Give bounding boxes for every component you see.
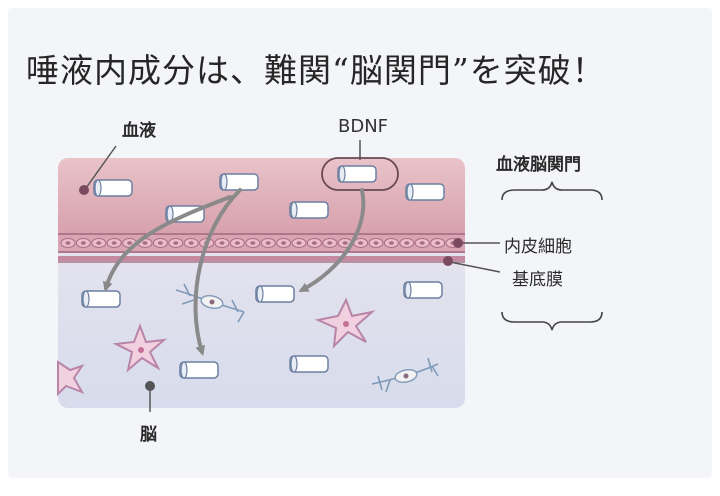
arrow-2 bbox=[193, 188, 242, 356]
endothelial-cell bbox=[306, 238, 322, 248]
endothelial-cell bbox=[368, 238, 384, 248]
bbb-label: 血液脳関門 bbox=[496, 155, 581, 175]
endothelial-cell bbox=[214, 238, 230, 248]
endothelial-cell bbox=[260, 238, 276, 248]
endothelial-cell bbox=[245, 238, 261, 248]
brain-label: 脳 bbox=[140, 425, 157, 445]
blood-pointer-line bbox=[85, 145, 117, 189]
endothelial-cell bbox=[322, 238, 338, 248]
endothelial-cell bbox=[60, 238, 76, 248]
arrow-1 bbox=[102, 195, 232, 292]
endothelial-cell bbox=[430, 238, 446, 248]
endothelial-label: 内皮細胞 bbox=[504, 237, 572, 257]
bdnf-molecule bbox=[255, 285, 295, 303]
transport-arrows bbox=[102, 188, 366, 356]
bdnf-molecule bbox=[403, 281, 443, 299]
endothelial-cell bbox=[399, 238, 415, 248]
bdnf-molecule bbox=[219, 173, 259, 191]
astrocyte-cells bbox=[57, 297, 376, 397]
endothelial-cell bbox=[383, 238, 399, 248]
endothelial-cell bbox=[414, 238, 430, 248]
endothelial-layer bbox=[58, 233, 465, 263]
endothelial-cell bbox=[75, 238, 91, 248]
bbb-braces bbox=[501, 181, 603, 331]
blood-label: 血液 bbox=[122, 121, 156, 141]
brace-bottom bbox=[501, 311, 603, 331]
endothelial-cell bbox=[91, 238, 107, 248]
endothelial-cell bbox=[276, 238, 292, 248]
astrocyte-3 bbox=[57, 360, 85, 397]
bdnf-molecule bbox=[405, 183, 445, 201]
bdnf-molecule bbox=[337, 165, 377, 183]
basement-membrane-label: 基底膜 bbox=[512, 270, 563, 290]
endothelial-cell bbox=[106, 238, 122, 248]
label-pointers bbox=[79, 140, 501, 412]
bdnf-molecule bbox=[93, 179, 133, 197]
bdnf-label: BDNF bbox=[338, 116, 389, 137]
endothelial-cell bbox=[291, 238, 307, 248]
endothelial-cell bbox=[229, 238, 245, 248]
bdnf-molecule bbox=[289, 355, 329, 373]
bdnf-molecules-blood bbox=[93, 165, 445, 223]
bdnf-molecule bbox=[179, 361, 219, 379]
blood-region bbox=[58, 158, 465, 236]
basement-membrane bbox=[58, 256, 465, 261]
brace-top bbox=[501, 181, 603, 201]
bdnf-molecules-brain bbox=[81, 281, 443, 379]
bdnf-molecule bbox=[81, 290, 121, 308]
bdnf-molecule bbox=[289, 201, 329, 219]
endothelial-cells bbox=[60, 238, 461, 248]
neuron-cells bbox=[175, 283, 439, 393]
endothelial-cell bbox=[183, 238, 199, 248]
basement-pointer-line bbox=[449, 261, 501, 273]
arrow-3 bbox=[298, 188, 366, 292]
endothelial-cell bbox=[168, 238, 184, 248]
page-title: 唾液内成分は、難関“脳関門”を突破！ bbox=[26, 51, 606, 90]
endothelial-cell bbox=[152, 238, 168, 248]
